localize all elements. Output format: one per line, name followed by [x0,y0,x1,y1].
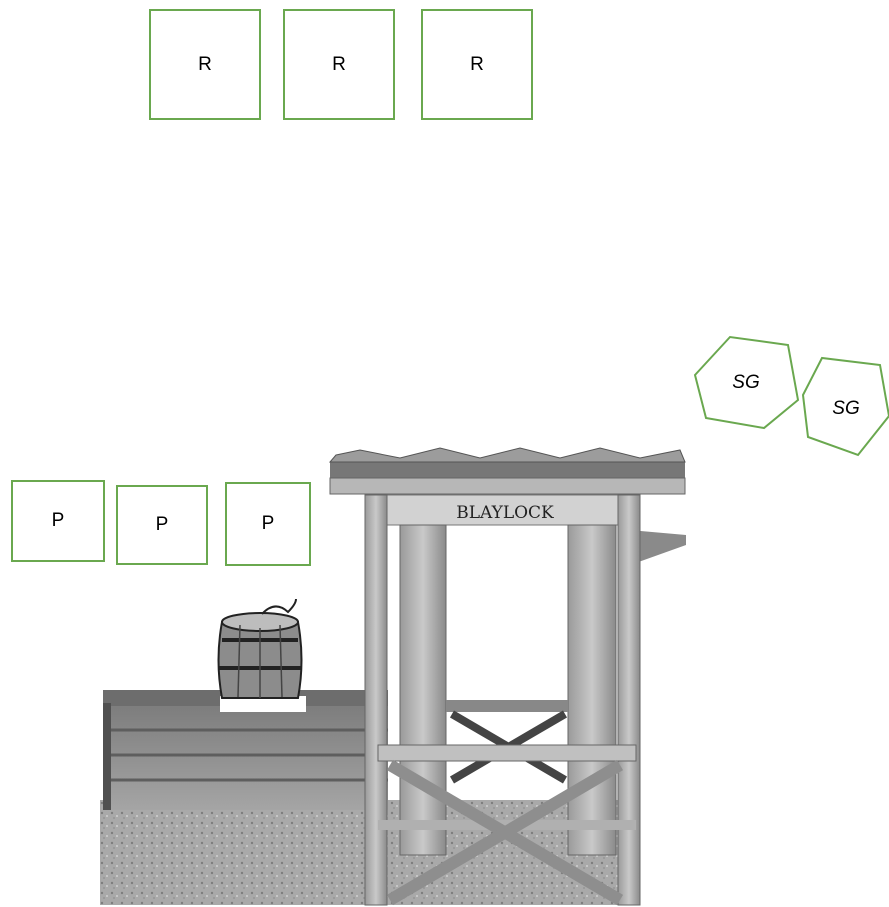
r-box-label: R [198,53,212,75]
sg-hexagon-label: SG [732,372,759,393]
p-box-label: P [261,513,275,534]
r-box-2[interactable]: R [283,9,395,120]
r-box-3[interactable]: R [421,9,533,120]
p-box-2[interactable]: P [116,485,208,565]
loading-chute [328,447,686,906]
r-box-label: R [470,53,484,75]
chute-sign-text: BLAYLOCK [456,503,554,523]
sg-hexagon-1[interactable]: SG [693,335,800,430]
p-box-label: P [51,510,65,531]
sg-hexagon-2[interactable]: SG [801,356,889,457]
p-box-3[interactable]: P [225,482,311,566]
r-box-label: R [332,53,346,75]
p-box-1[interactable]: P [11,480,105,562]
r-box-1[interactable]: R [149,9,261,120]
sg-hexagon-label: SG [832,398,859,419]
powder-keg-icon [217,598,306,712]
metal-fence [103,690,388,810]
p-box-label: P [155,514,169,535]
